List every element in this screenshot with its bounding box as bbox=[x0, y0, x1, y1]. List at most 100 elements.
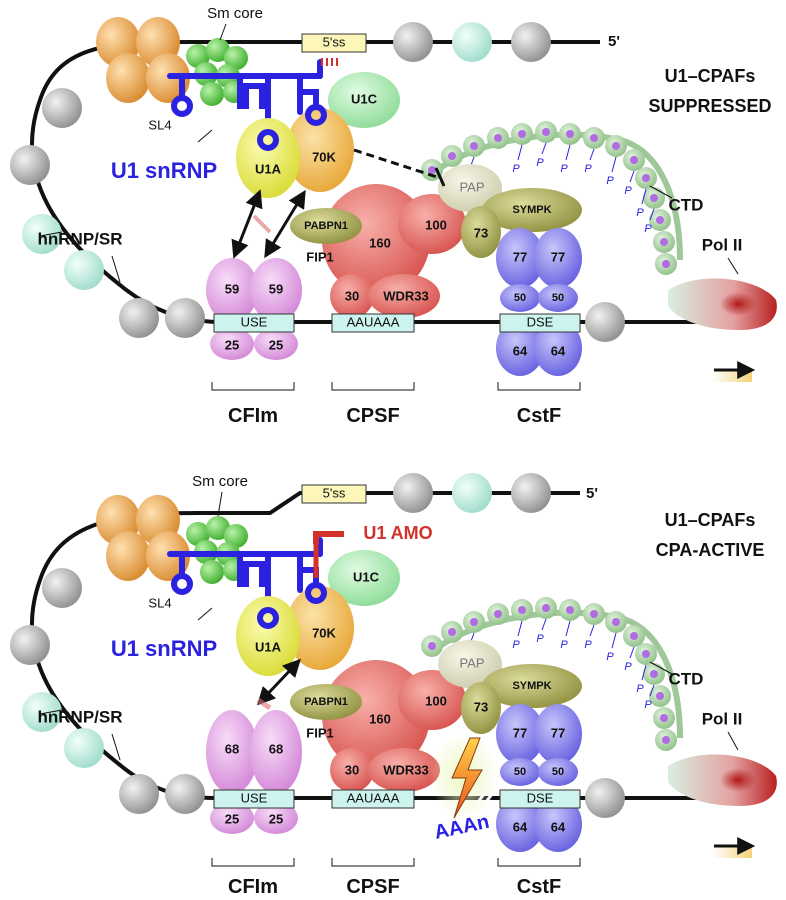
phospho-link bbox=[517, 620, 523, 637]
leader-line bbox=[219, 23, 227, 41]
leader-line bbox=[649, 661, 673, 675]
ctd-phospho-dot bbox=[656, 692, 664, 700]
phospho-link bbox=[641, 188, 647, 205]
cstf-bracket bbox=[497, 858, 581, 867]
fip1-label: FIP1 bbox=[306, 249, 333, 264]
phospho-label: P bbox=[584, 639, 592, 651]
hnrnp-bead bbox=[511, 473, 551, 513]
dse-label: DSE bbox=[527, 790, 554, 805]
sm-core-label: Sm core bbox=[192, 473, 248, 490]
ctd-phospho-dot bbox=[542, 604, 550, 612]
phospho-label: P bbox=[636, 683, 644, 695]
cfim-subunit bbox=[250, 258, 302, 322]
fip1-label: FIP1 bbox=[306, 725, 333, 740]
cfim-bracket bbox=[211, 382, 295, 391]
hnrnp-orange bbox=[106, 531, 150, 581]
ctd-phospho-dot bbox=[630, 632, 638, 640]
cfim-a-label: 68 bbox=[225, 741, 239, 756]
auuaaa-box bbox=[331, 313, 415, 333]
inhibition-bar bbox=[434, 167, 446, 187]
cpsf-30 bbox=[330, 748, 374, 792]
cpsf100-label: 100 bbox=[425, 693, 447, 708]
leader-line bbox=[727, 257, 739, 275]
ctd-phospho-dot bbox=[590, 134, 598, 142]
u1a-label: U1A bbox=[255, 161, 282, 176]
hnrnp-sr-label: hnRNP/SR bbox=[38, 707, 123, 726]
k70-protein bbox=[286, 108, 354, 192]
wdr33 bbox=[368, 748, 440, 792]
phospho-label: P bbox=[644, 699, 652, 711]
phospho-link bbox=[541, 618, 547, 631]
cstf64 bbox=[496, 796, 544, 852]
ctd-phospho-dot bbox=[656, 216, 664, 224]
ctd-phospho-dot bbox=[470, 618, 478, 626]
k70-protein bbox=[286, 586, 354, 670]
ctd-beads bbox=[421, 121, 677, 275]
cstf77 bbox=[496, 704, 544, 764]
phospho-label: P bbox=[606, 651, 614, 663]
cstf77 bbox=[496, 228, 544, 288]
leader-line bbox=[39, 709, 63, 715]
inhibition-line bbox=[353, 148, 441, 180]
cstf50 bbox=[538, 284, 578, 312]
phospho-label: P bbox=[536, 157, 544, 169]
ctd-phospho-dot bbox=[612, 142, 620, 150]
leader-line bbox=[111, 255, 121, 283]
hnrnp-orange bbox=[106, 53, 150, 103]
cpsf30-label: 30 bbox=[345, 288, 359, 303]
use-box bbox=[213, 789, 295, 809]
ctd-phospho-dot bbox=[470, 142, 478, 150]
cfim-group-label: CFIm bbox=[228, 876, 278, 898]
hnrnp-bead bbox=[64, 250, 104, 290]
ctd-label: CTD bbox=[669, 669, 704, 688]
hnrnp-bead bbox=[42, 88, 82, 128]
phospho-label: P bbox=[624, 661, 632, 673]
phospho-link bbox=[629, 170, 635, 183]
pol-ii-label: Pol II bbox=[702, 235, 743, 254]
phospho-link bbox=[629, 646, 635, 659]
phospho-link bbox=[649, 208, 655, 221]
interaction-arrow bbox=[264, 189, 306, 259]
hnrnp-bead bbox=[119, 774, 159, 814]
ctd-beads bbox=[421, 597, 677, 751]
cpsf-73 bbox=[461, 206, 501, 258]
dse-label: DSE bbox=[527, 314, 554, 329]
phospho-label: P bbox=[560, 163, 568, 175]
cfim25-subunit bbox=[210, 802, 254, 834]
interaction-arrow bbox=[231, 189, 263, 259]
u1-amo-label: U1 AMO bbox=[363, 523, 432, 543]
cstf50 bbox=[538, 758, 578, 786]
ctd-phospho-dot bbox=[662, 736, 670, 744]
ctd-phospho-dot bbox=[630, 156, 638, 164]
panel-title: U1–CPAFs bbox=[665, 510, 756, 530]
ctd-phospho-dot bbox=[660, 238, 668, 246]
hnrnp-bead bbox=[10, 625, 50, 665]
cstf64-b-label: 64 bbox=[551, 819, 566, 834]
arrow-glow bbox=[712, 846, 752, 858]
interaction-glow bbox=[252, 214, 272, 234]
ctd-phospho-dot bbox=[518, 130, 526, 138]
cfim25-b-label: 25 bbox=[269, 337, 283, 352]
k70-loop bbox=[305, 582, 327, 604]
cstf77-a-label: 77 bbox=[513, 249, 527, 264]
cpsf-group-label: CPSF bbox=[346, 876, 399, 898]
cfim25-a-label: 25 bbox=[225, 811, 239, 826]
hnrnp-bead bbox=[10, 145, 50, 185]
cstf64-a-label: 64 bbox=[513, 819, 528, 834]
cpsf73-label: 73 bbox=[474, 225, 488, 240]
hnrnp-bead bbox=[393, 22, 433, 62]
u1-amo-oligo bbox=[313, 531, 344, 544]
five-ss-label: 5'ss bbox=[323, 485, 346, 500]
ctd-phospho-dot bbox=[494, 610, 502, 618]
phospho-link bbox=[641, 664, 647, 681]
polya-tail-label: AAAn bbox=[432, 811, 491, 844]
ctd-phospho-dot bbox=[566, 130, 574, 138]
five-prime-label: 5' bbox=[608, 33, 620, 50]
leader-line bbox=[197, 129, 213, 143]
use-box bbox=[213, 313, 295, 333]
cstf50-a-label: 50 bbox=[514, 766, 526, 778]
phospho-label: P bbox=[644, 223, 652, 235]
panel-bottom-cpa-active: 5'ss 5' Sm core bbox=[10, 473, 777, 898]
wdr33-label: WDR33 bbox=[383, 762, 429, 777]
ctd-phospho-dot bbox=[662, 260, 670, 268]
